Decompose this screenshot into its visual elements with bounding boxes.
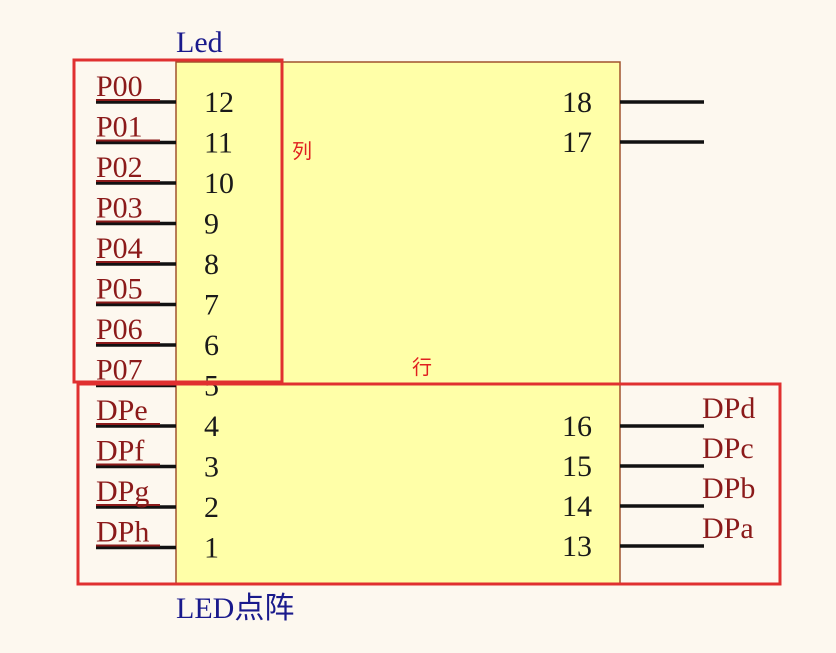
pin-number: 6 <box>204 329 219 362</box>
net-label[interactable]: DPd <box>702 392 755 425</box>
net-label[interactable]: P02 <box>96 151 143 184</box>
pin-number: 8 <box>204 248 219 281</box>
net-label[interactable]: DPf <box>96 435 144 468</box>
pin-number: 15 <box>562 450 592 483</box>
pin-number: 14 <box>562 490 592 523</box>
rows-note: 行 <box>412 355 432 379</box>
columns-note: 列 <box>292 139 312 163</box>
net-label[interactable]: DPg <box>96 475 149 508</box>
pin-4[interactable]: 4 DPe <box>96 394 219 443</box>
net-label[interactable]: P03 <box>96 192 143 225</box>
pin-3[interactable]: 3 DPf <box>96 435 219 484</box>
pin-number: 5 <box>204 370 219 403</box>
pin-13[interactable]: 13 DPa <box>562 512 754 563</box>
net-label[interactable]: DPc <box>702 432 754 465</box>
component-designator[interactable]: Led <box>176 26 223 59</box>
net-label[interactable]: DPe <box>96 394 148 427</box>
pin-2[interactable]: 2 DPg <box>96 475 219 524</box>
net-label[interactable]: DPb <box>702 472 755 505</box>
pin-10[interactable]: 10 P02 <box>96 151 234 200</box>
pin-number: 7 <box>204 289 219 322</box>
component-comment[interactable]: LED点阵 <box>176 592 294 625</box>
pin-number: 3 <box>204 451 219 484</box>
net-label[interactable]: P05 <box>96 273 143 306</box>
net-label[interactable]: P01 <box>96 111 143 144</box>
pin-8[interactable]: 8 P04 <box>96 232 219 281</box>
pin-1[interactable]: 1 DPh <box>96 516 219 565</box>
net-label[interactable]: DPh <box>96 516 149 549</box>
left-pin-group: 12P0011P0110P029P038P047P056P065P074DPe3… <box>96 70 234 565</box>
pin-number: 1 <box>204 532 219 565</box>
pin-12[interactable]: 12 P00 <box>96 70 234 119</box>
pin-15[interactable]: 15 DPc <box>562 432 754 483</box>
net-label[interactable]: P00 <box>96 70 143 103</box>
pin-number: 13 <box>562 530 592 563</box>
pin-7[interactable]: 7 P05 <box>96 273 219 322</box>
pin-number: 11 <box>204 127 233 160</box>
pin-16[interactable]: 16 DPd <box>562 392 755 443</box>
pin-number: 18 <box>562 86 592 119</box>
net-label[interactable]: DPa <box>702 512 754 545</box>
pin-18[interactable]: 18 <box>562 86 704 119</box>
pin-number: 12 <box>204 86 234 119</box>
net-label[interactable]: P06 <box>96 313 143 346</box>
pin-14[interactable]: 14 DPb <box>562 472 755 523</box>
pin-number: 16 <box>562 410 592 443</box>
pin-number: 10 <box>204 167 234 200</box>
pin-11[interactable]: 11 P01 <box>96 111 233 160</box>
pin-number: 4 <box>204 410 219 443</box>
rows-highlight-box <box>76 382 782 586</box>
pin-number: 2 <box>204 491 219 524</box>
pin-9[interactable]: 9 P03 <box>96 192 219 241</box>
pin-6[interactable]: 6 P06 <box>96 313 219 362</box>
pin-number: 9 <box>204 208 219 241</box>
net-label[interactable]: P04 <box>96 232 143 265</box>
pin-17[interactable]: 17 <box>562 126 704 159</box>
columns-highlight-box <box>72 58 284 384</box>
component-body[interactable] <box>175 61 621 585</box>
right-pin-group: 18 17 16 DPd 15 DPc 14 DPb 13 DPa <box>562 86 755 563</box>
pin-number: 17 <box>562 126 592 159</box>
